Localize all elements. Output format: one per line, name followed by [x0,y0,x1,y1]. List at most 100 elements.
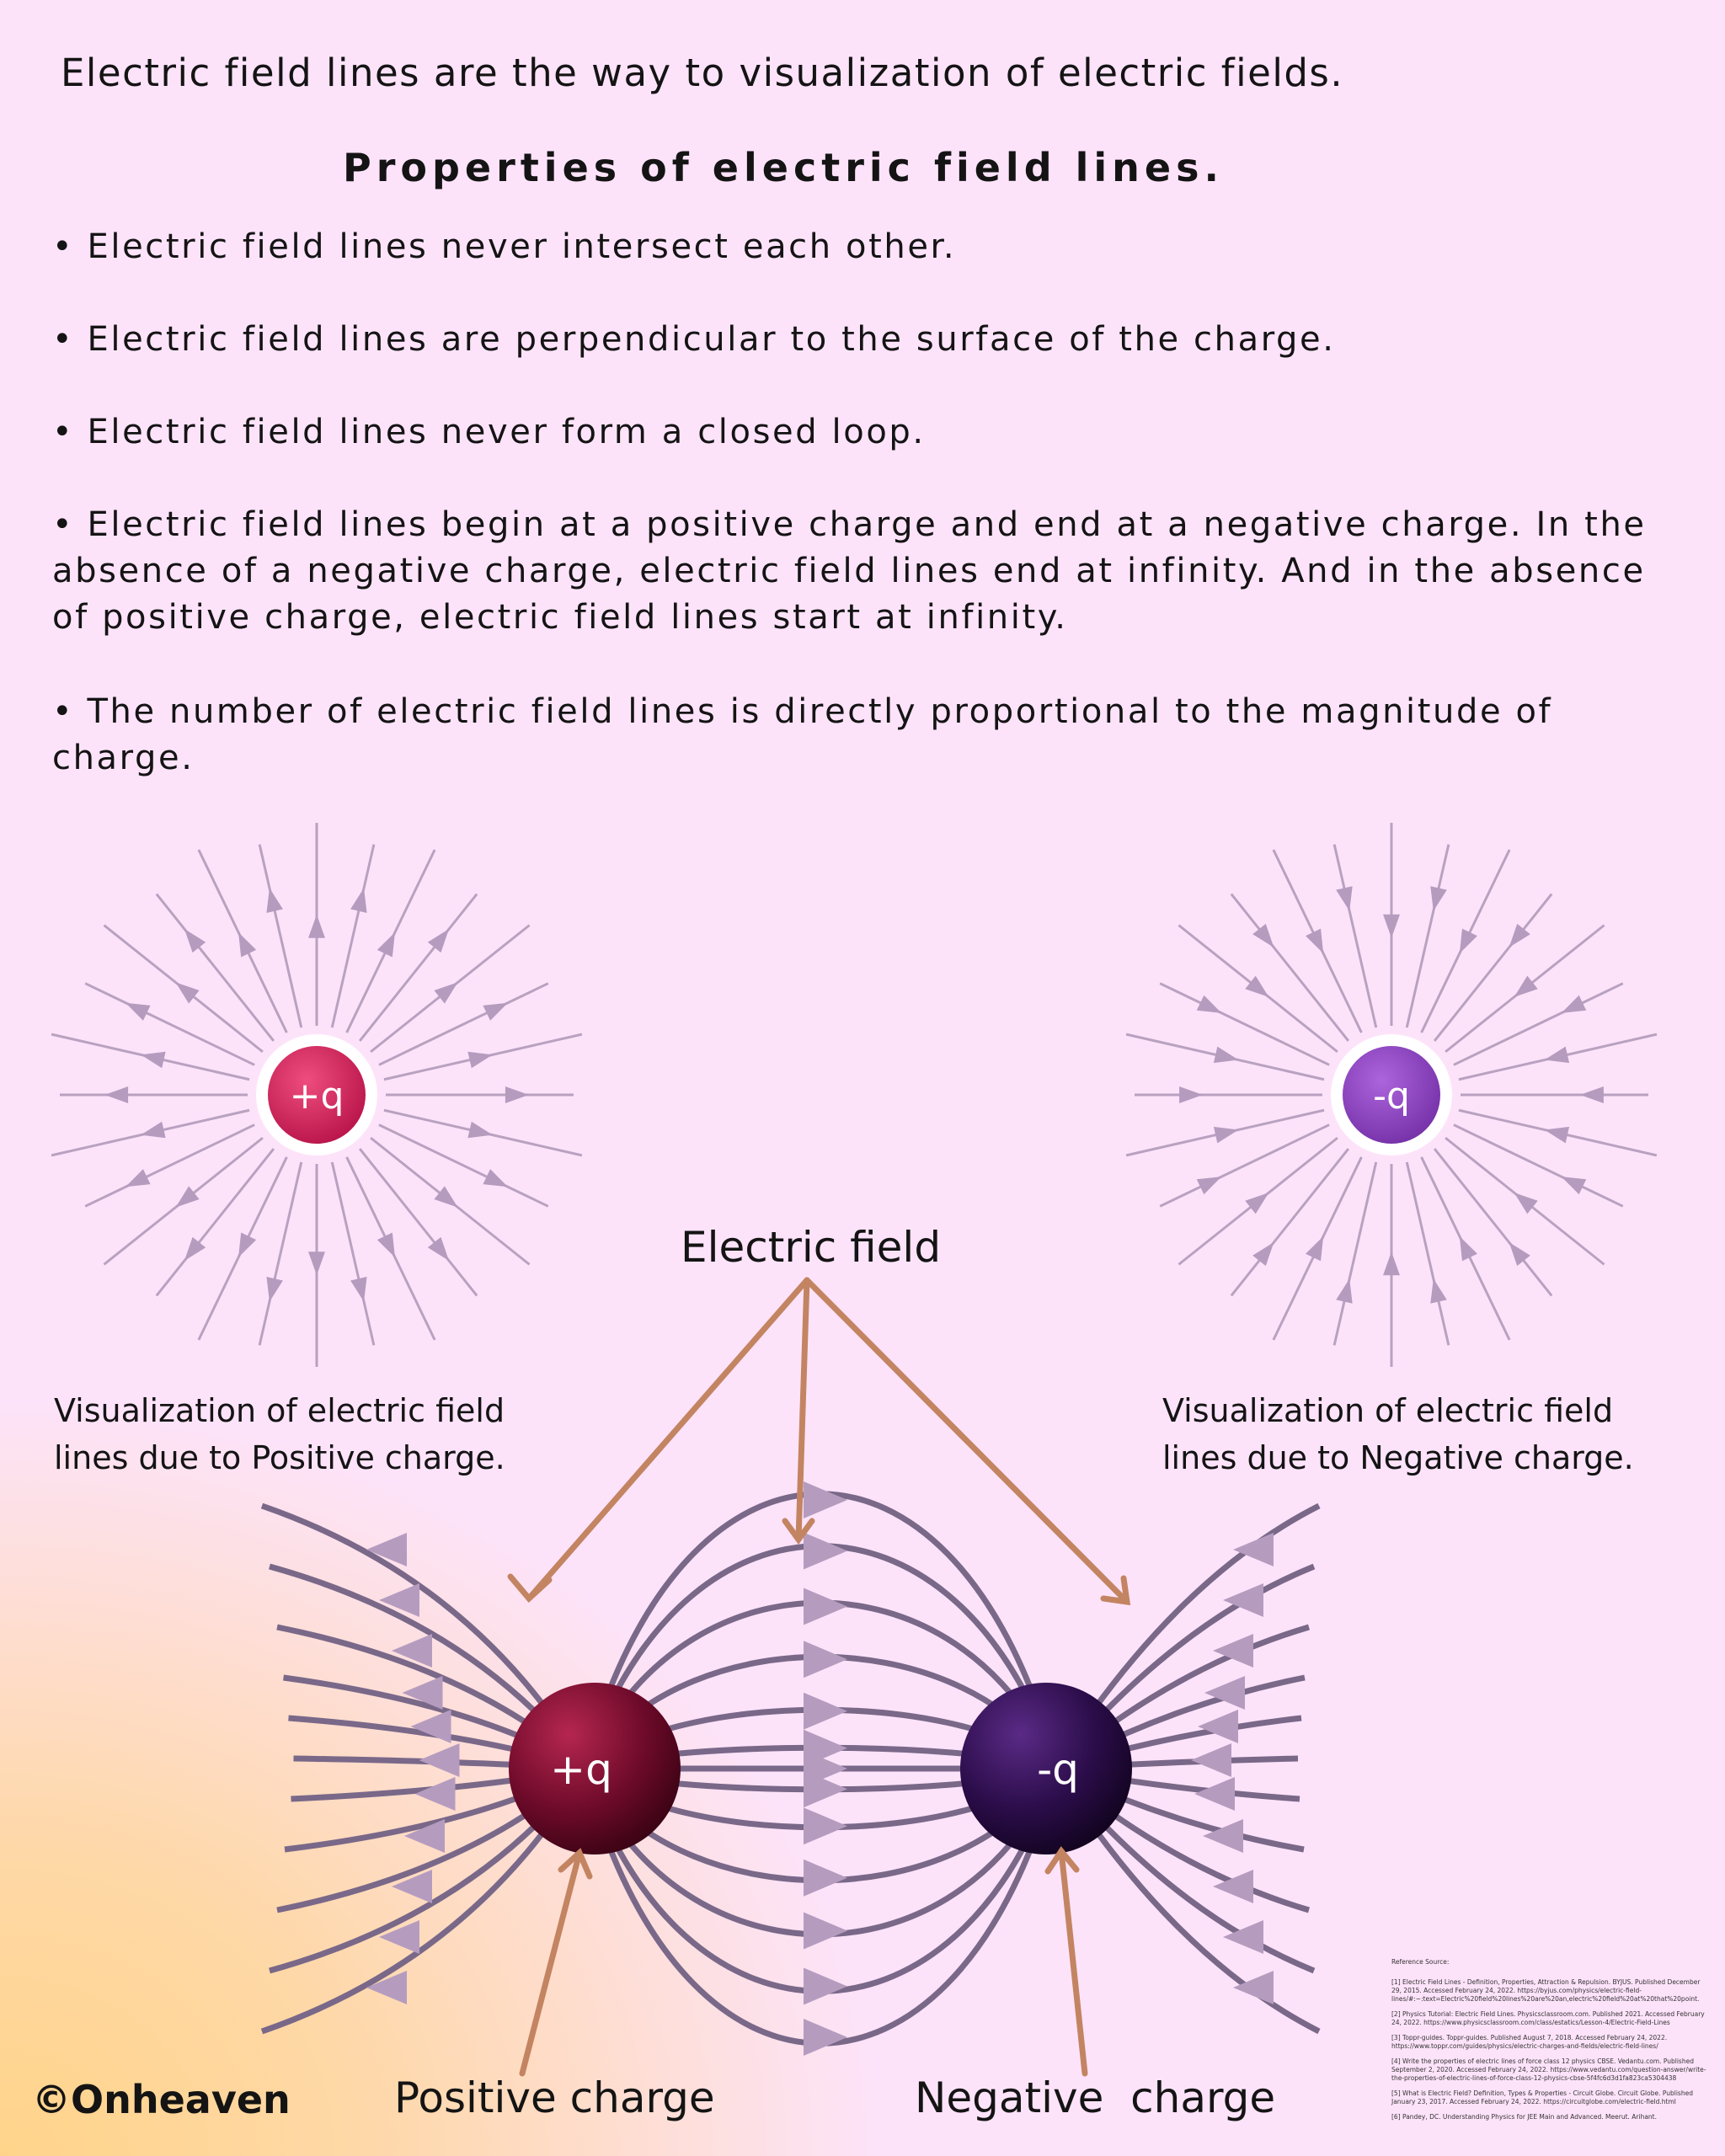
dipole-arrowhead [1213,1870,1253,1903]
positive-charge-label: +q [290,1075,344,1118]
negative-charge-caption: Negative charge [915,2073,1276,2122]
negative-field-lines [1125,823,1658,1367]
pointer-arrowhead-left [507,1573,553,1604]
dipole-line [260,1502,563,1732]
property-item: • Electric field lines never intersect e… [52,227,957,266]
field-arrowhead [126,1169,151,1187]
negative-charge-label: -q [1373,1075,1410,1118]
field-arrowhead [1179,1086,1204,1103]
dipole-arrowhead [804,1859,847,1897]
positive-charge-caption: Positive charge [394,2073,715,2122]
field-arrowhead [175,1186,200,1208]
field-arrowhead [238,931,257,958]
dipole-line [1077,1806,1321,2035]
field-line [1453,1123,1624,1208]
reference-heading: Reference Source: [1391,1958,1450,1966]
field-arrowhead [483,1002,508,1021]
field-line [1332,844,1378,1028]
field-arrowhead [1383,1251,1400,1276]
field-arrowhead [1306,1235,1324,1262]
negative-charge [1343,1046,1440,1144]
field-arrowhead [467,1121,493,1139]
field-arrowhead [1336,886,1353,911]
dipole-positive-label: +q [550,1745,612,1794]
field-arrowhead [434,1186,458,1208]
dipole-line [1077,1796,1316,1974]
dipole-line [260,1806,563,2035]
field-arrowhead [238,1232,257,1258]
dipole-arrowhead [419,1743,460,1777]
field-arrowhead [1252,923,1274,947]
pointer-arrow-left [526,1277,810,1602]
dipole-line [1077,1563,1316,1741]
field-line [378,1123,549,1208]
dipole-arrowhead [1233,1533,1274,1566]
field-line [84,1123,255,1208]
field-line [155,1148,275,1297]
field-line [1159,1123,1330,1208]
negative-caption-line2: lines due to Negative charge. [1162,1439,1634,1476]
reference-item: [3] Toppr-guides. Toppr-guides. Publishe… [1391,2034,1668,2050]
positive-charge [268,1046,366,1144]
dipole-arrowhead [1198,1710,1238,1743]
dipole-arrowhead [1191,1743,1231,1777]
dipole-arrowheads [366,1481,1274,2056]
dipole-negative-label: -q [1037,1745,1079,1794]
field-line [358,893,478,1042]
dipole-arrowhead [1213,1634,1253,1668]
positive-caption-line2: lines due to Positive charge. [54,1439,505,1476]
pointer-arrow-center [795,1277,810,1543]
dipole-arrowhead [1204,1676,1245,1710]
credit: ©Onheaven [32,2077,291,2122]
field-line [1433,893,1553,1042]
field-arrowhead [104,1086,129,1103]
field-arrowhead [1196,1177,1222,1195]
field-arrowhead [308,1251,325,1276]
field-line [358,1148,478,1297]
reference-item: [5] What is Electric Field? Definition, … [1391,2089,1693,2105]
dipole-arrowhead [804,1967,847,2005]
positive-field-lines [51,823,583,1367]
field-arrowhead [1252,1242,1274,1267]
field-arrowhead [184,929,206,953]
pointer-arrows [507,1277,1131,2077]
field-arrowhead [1430,886,1447,911]
pointer-arrow-negative [1058,1848,1088,2077]
dipole-arrowhead [366,1533,407,1566]
field-arrowhead [1544,1046,1570,1064]
field-arrowhead [266,1277,283,1302]
pointer-arrow-right [804,1277,1130,1605]
reference-item: [2] Physics Tutorial: Electric Field Lin… [1391,2010,1705,2026]
field-line [330,844,376,1028]
dipole-line [269,1796,563,1974]
field-arrowhead [434,982,458,1004]
dipole-negative-charge [960,1683,1132,1854]
field-arrowhead [350,1277,367,1302]
field-arrowhead [1245,1193,1269,1214]
pointer-arrowhead-negative [1044,1846,1080,1875]
field-arrowhead [505,1086,529,1103]
field-line [84,982,255,1066]
field-arrowhead [1213,1126,1239,1144]
dipole-arrowhead [804,1770,847,1808]
dipole-arrowhead [804,1912,847,1950]
field-arrowhead [467,1051,493,1069]
field-arrowhead [1459,928,1477,954]
field-arrowhead [350,888,367,913]
field-arrowhead [377,931,395,958]
dipole-field-lines [260,1491,1321,2047]
dipole-arrowhead [414,1777,456,1811]
dipole-arrowhead [1223,1583,1263,1617]
field-line [258,844,303,1028]
field-arrowhead [1561,995,1587,1013]
field-line [1159,982,1330,1066]
dipole-arrowhead [392,1870,432,1903]
field-arrowhead [308,914,325,938]
dipole-arrowhead [804,1692,847,1730]
subtitle: Properties of electric field lines. [343,145,1224,190]
headline: Electric field lines are the way to visu… [61,51,1344,95]
dipole-arrowhead [366,1971,407,2004]
negative-caption-line1: Visualization of electric field [1162,1392,1614,1429]
field-line [155,893,275,1042]
